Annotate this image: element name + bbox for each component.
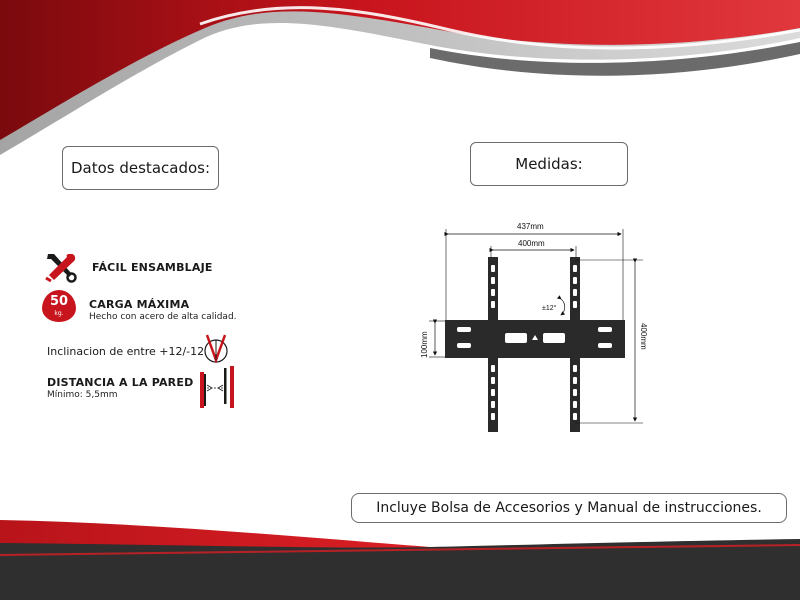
dim-height-right: 400mm (639, 323, 648, 350)
accessories-note-box: Incluye Bolsa de Accesorios y Manual de … (351, 493, 787, 523)
feature-wall-distance-subtitle: Mínimo: 5,5mm (47, 390, 118, 400)
dim-width-inner: 400mm (518, 239, 545, 248)
feature-max-load-subtitle: Hecho con acero de alta calidad. (89, 312, 237, 322)
top-wave-decoration (0, 0, 800, 155)
wall-distance-icon (200, 366, 234, 408)
tilt-annotation: ±12° (542, 304, 557, 312)
feature-wall-distance-title: DISTANCIA A LA PARED (47, 376, 194, 389)
feature-tilt-label: Inclinacion de entre +12/-12 (47, 345, 205, 358)
accessories-note: Incluye Bolsa de Accesorios y Manual de … (376, 500, 762, 516)
feature-easy-assembly: FÁCIL ENSAMBLAJE (92, 261, 213, 274)
dim-height-left: 100mm (420, 331, 429, 358)
weight-badge-value: 50 (49, 294, 69, 309)
bottom-band-decoration (0, 520, 800, 600)
highlights-title-box: Datos destacados: (62, 146, 219, 190)
measures-title: Medidas: (515, 155, 583, 173)
highlights-title: Datos destacados: (70, 159, 211, 177)
feature-max-load-title: CARGA MÁXIMA (89, 298, 190, 311)
tilt-icon (204, 334, 228, 364)
weight-badge-icon: 50 kg. (42, 290, 76, 322)
tools-icon (45, 253, 77, 283)
measures-title-box: Medidas: (470, 142, 628, 186)
bracket-diagram: 437mm 400mm ±12° 100mm 400mm (420, 222, 648, 432)
dim-width-outer: 437mm (517, 222, 544, 231)
weight-badge-unit: kg. (54, 310, 64, 317)
